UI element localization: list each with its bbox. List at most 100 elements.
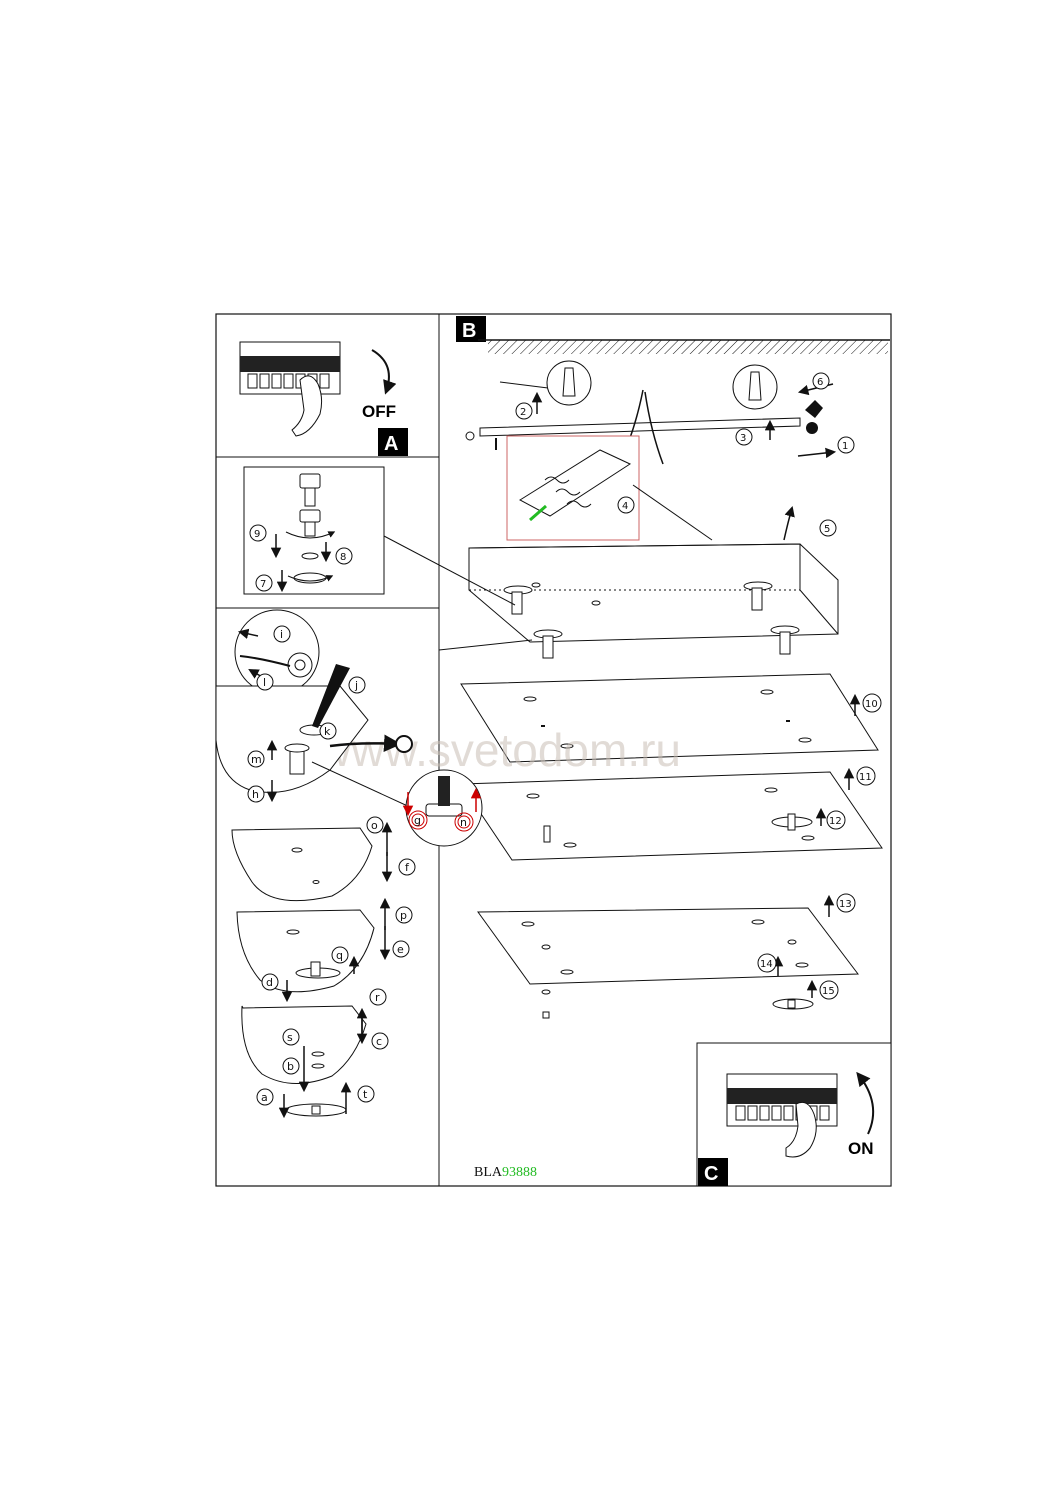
step-marker-8: 8	[335, 547, 353, 565]
model-code: BLA93888	[474, 1165, 537, 1180]
callout-e: e	[392, 940, 410, 958]
ceiling-hatch	[488, 340, 888, 354]
svg-text:9: 9	[254, 529, 260, 540]
base-box	[468, 543, 839, 659]
hand-icon	[291, 375, 323, 437]
panel-a-badge	[378, 428, 408, 456]
step-marker-12: 12	[826, 810, 846, 830]
callout-q: q	[331, 946, 349, 964]
panel-a: OFF A	[239, 341, 408, 456]
callout-l: l	[256, 673, 274, 691]
svg-text:3: 3	[740, 433, 746, 444]
step-marker-1: 1	[837, 436, 855, 454]
step-marker-5: 5	[819, 519, 837, 537]
step-marker-11: 11	[856, 766, 876, 786]
grommet-detail-panel	[243, 466, 533, 651]
panel-b: B	[317, 316, 890, 1180]
mounting-rail	[465, 400, 823, 441]
callout-d: d	[261, 973, 279, 991]
svg-text:1: 1	[842, 441, 848, 452]
step-markers: 1 2 3 4 5 6 7 8 9 10 11 12 13 14 15	[249, 372, 882, 1000]
svg-text:p: p	[400, 909, 407, 922]
callout-s: s	[282, 1028, 300, 1046]
svg-text:13: 13	[839, 899, 852, 910]
model-code-prefix: BLA	[474, 1165, 503, 1180]
callout-a: a	[256, 1088, 274, 1106]
watermark: www.svetodom.ru	[317, 724, 681, 776]
step-marker-14: 14	[757, 953, 777, 973]
panel-c-action: ON	[848, 1139, 874, 1158]
svg-text:e: e	[397, 943, 404, 956]
svg-text:j: j	[354, 679, 358, 692]
outer-frame	[215, 313, 892, 1187]
panel-b-letter: B	[462, 320, 476, 342]
callout-f: f	[398, 858, 416, 876]
svg-text:15: 15	[822, 986, 835, 997]
svg-text:10: 10	[865, 699, 878, 710]
svg-text:2: 2	[520, 407, 526, 418]
panel-b-badge	[456, 316, 486, 342]
svg-text:7: 7	[260, 579, 266, 590]
svg-text:o: o	[371, 819, 378, 832]
callout-p: p	[395, 906, 413, 924]
svg-text:a: a	[261, 1091, 268, 1104]
callout-i: i	[273, 625, 291, 643]
step-marker-13: 13	[836, 893, 856, 913]
callout-r: r	[369, 988, 387, 1006]
step-marker-4: 4	[617, 496, 635, 514]
svg-text:r: r	[375, 991, 380, 1004]
svg-text:5: 5	[824, 524, 830, 535]
callout-k: k	[319, 722, 337, 740]
svg-text:14: 14	[760, 959, 773, 970]
shade-plate-1	[460, 673, 879, 763]
svg-text:l: l	[263, 676, 266, 689]
step-marker-2: 2	[515, 402, 533, 420]
panel-a-action: OFF	[362, 402, 396, 421]
svg-text:b: b	[287, 1060, 294, 1073]
hand-icon-on	[785, 1101, 817, 1158]
callout-g: g	[411, 813, 425, 827]
panel-c-badge	[698, 1158, 728, 1186]
side-shade-steps	[231, 821, 393, 1119]
step-marker-6: 6	[812, 372, 830, 390]
svg-text:4: 4	[622, 501, 628, 512]
svg-text:n: n	[460, 816, 467, 829]
svg-text:h: h	[252, 788, 259, 801]
callout-j: j	[348, 676, 366, 694]
step-marker-9: 9	[249, 524, 267, 542]
svg-text:s: s	[287, 1031, 293, 1044]
screw-detail	[402, 769, 483, 847]
svg-text:c: c	[376, 1035, 382, 1048]
svg-text:g: g	[414, 814, 421, 827]
svg-text:8: 8	[340, 552, 346, 563]
svg-text:f: f	[405, 861, 410, 874]
model-code-number: 93888	[502, 1165, 537, 1180]
svg-text:m: m	[251, 753, 262, 766]
svg-text:6: 6	[817, 377, 823, 388]
step-marker-7: 7	[255, 574, 273, 592]
step-marker-15: 15	[819, 980, 839, 1000]
svg-text:q: q	[336, 949, 343, 962]
svg-text:d: d	[266, 976, 273, 989]
callout-b: b	[282, 1057, 300, 1075]
callout-c: c	[371, 1032, 389, 1050]
callout-n: n	[457, 815, 471, 829]
step-marker-10: 10	[862, 693, 882, 713]
svg-text:i: i	[280, 628, 283, 641]
step-marker-3: 3	[735, 428, 753, 446]
callout-t: t	[357, 1085, 375, 1103]
callout-h: h	[247, 785, 265, 803]
svg-text:12: 12	[829, 816, 842, 827]
panel-c-letter: C	[704, 1163, 718, 1185]
panel-a-letter: A	[384, 433, 398, 455]
svg-text:t: t	[363, 1088, 368, 1101]
shade-plate-3	[477, 907, 859, 985]
clip-detail	[215, 609, 413, 809]
svg-text:11: 11	[859, 772, 872, 783]
callout-o: o	[366, 816, 384, 834]
shade-plate-2	[460, 771, 883, 861]
svg-text:k: k	[324, 725, 331, 738]
callout-m: m	[247, 750, 265, 768]
panel-c: ON C	[696, 1042, 892, 1187]
